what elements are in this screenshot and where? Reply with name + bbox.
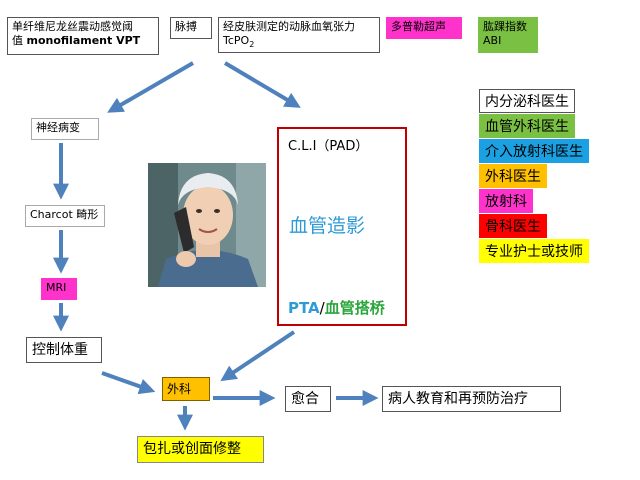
weight-control-box: 控制体重 (26, 337, 102, 363)
healing-box: 愈合 (285, 386, 331, 412)
tcpo2-line1: 经皮肤测定的动脉血氧张力 (223, 20, 355, 33)
surgery-box: 外科 (162, 377, 210, 401)
arrow-weight-to-surgery (101, 371, 156, 395)
bypass-label: 血管搭桥 (324, 299, 385, 317)
surgery-label: 外科 (167, 382, 192, 396)
specialist-list: 内分泌科医生 血管外科医生 介入放射科医生 外科医生 放射科 骨科医生 专业护士… (479, 89, 589, 264)
monofilament-box: 单纤维尼龙丝震动感觉阈 值 monofilament VPT (7, 17, 159, 55)
charcot-box: Charcot 畸形 (25, 205, 105, 227)
monofilament-line2-prefix: 值 (12, 34, 27, 47)
dressing-label: 包扎或创面修整 (143, 441, 241, 457)
weight-control-label: 控制体重 (32, 342, 88, 358)
dressing-box: 包扎或创面修整 (137, 436, 264, 463)
pulse-box: 脉搏 (170, 17, 212, 39)
specialist-vascular-surgeon: 血管外科医生 (479, 114, 575, 138)
cli-pad-box: C.L.I（PAD） 血管造影 PTA/血管搭桥 (277, 127, 407, 326)
monofilament-line2-bold: monofilament VPT (26, 34, 141, 47)
specialist-interventional-radiologist: 介入放射科医生 (479, 139, 589, 163)
arrow-top-to-cli (223, 61, 301, 108)
education-box: 病人教育和再预防治疗 (382, 386, 561, 412)
specialist-surgeon: 外科医生 (479, 164, 547, 188)
specialist-radiology: 放射科 (479, 189, 533, 213)
tcpo2-line2-sub: 2 (249, 40, 255, 50)
doppler-label: 多普勒超声 (391, 20, 446, 33)
angiography-label: 血管造影 (289, 215, 366, 237)
neuropathy-label: 神经病变 (36, 121, 80, 134)
nurse-photo (148, 163, 266, 287)
neuropathy-box: 神经病变 (31, 118, 99, 140)
specialist-orthopedist: 骨科医生 (479, 214, 547, 238)
cli-title: C.L.I（PAD） (288, 139, 369, 154)
arrow-cli-to-surgery (220, 330, 296, 382)
pta-bypass-label: PTA/血管搭桥 (288, 297, 385, 318)
abi-box: 肱踝指数 ABI (478, 17, 538, 53)
pta-separator: / (319, 299, 325, 317)
pta-label: PTA (288, 299, 320, 317)
tcpo2-box: 经皮肤测定的动脉血氧张力 TcPO2 (218, 17, 380, 53)
education-label: 病人教育和再预防治疗 (388, 391, 528, 407)
arrow-top-to-neuropathy (107, 61, 195, 113)
doppler-box: 多普勒超声 (386, 17, 462, 39)
charcot-label: Charcot 畸形 (30, 208, 99, 221)
specialist-endocrinologist: 内分泌科医生 (479, 89, 575, 113)
mri-box: MRI (41, 278, 77, 300)
tcpo2-line2-main: TcPO (223, 34, 250, 47)
pulse-label: 脉搏 (175, 20, 197, 33)
healing-label: 愈合 (291, 391, 319, 407)
abi-line1: 肱踝指数 (483, 20, 527, 33)
mri-label: MRI (46, 281, 67, 294)
monofilament-line1: 单纤维尼龙丝震动感觉阈 (12, 20, 133, 33)
specialist-nurse-technician: 专业护士或技师 (479, 239, 589, 263)
abi-line2: ABI (483, 34, 502, 47)
